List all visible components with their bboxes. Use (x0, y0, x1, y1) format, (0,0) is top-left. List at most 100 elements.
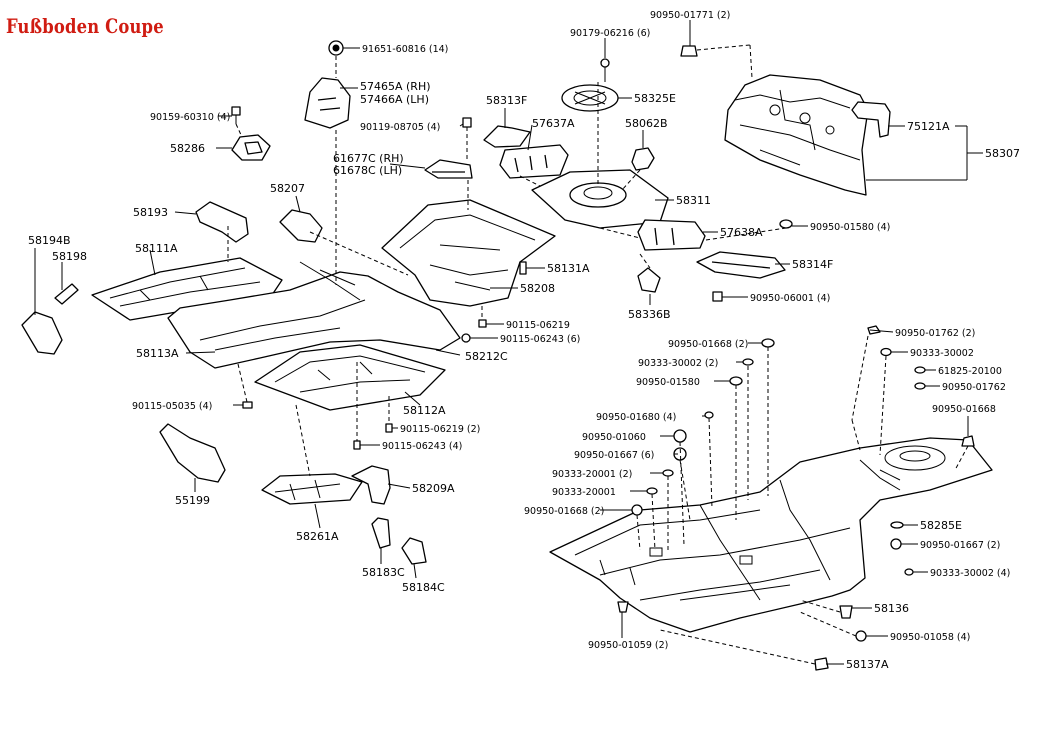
leader-lines (34, 20, 983, 665)
label-91651: 91651-60816 (14) (362, 44, 448, 55)
bolt-90159-icon (231, 106, 241, 124)
label-58261a: 58261A (296, 530, 339, 543)
bracket-58314f-icon (696, 251, 786, 279)
label-90950-01059-2: 90950-01059 (2) (588, 640, 668, 651)
plug-58325e-icon (561, 84, 619, 112)
bracket-58209a-icon (351, 465, 391, 505)
bolt-90119-icon (462, 117, 472, 160)
label-90950-06001: 90950-06001 (4) (750, 293, 830, 304)
pad-58184c-icon (401, 537, 427, 565)
label-90179: 90179-06216 (6) (570, 28, 650, 39)
label-90159: 90159-60310 (4) (150, 112, 230, 123)
label-57638a: 57638A (720, 226, 763, 239)
label-58208: 58208 (520, 282, 555, 295)
label-90950-01762-2: 90950-01762 (2) (895, 328, 975, 339)
label-58286: 58286 (170, 142, 205, 155)
label-58062b: 58062B (625, 117, 668, 130)
label-90115-06219-2: 90115-06219 (2) (400, 424, 480, 435)
bracket-58062b-icon (631, 147, 655, 171)
label-55199: 55199 (175, 494, 210, 507)
bracket-57465a-icon (304, 77, 351, 129)
label-75121a: 75121A (907, 120, 950, 133)
label-57465a: 57465A (RH) (360, 80, 431, 93)
bolt-90115-05035-icon (242, 401, 253, 409)
label-58198: 58198 (52, 250, 87, 263)
floor-rear-58208-icon (381, 199, 556, 307)
clip-58131a-icon (519, 261, 527, 275)
label-58209a: 58209A (412, 482, 455, 495)
label-58207: 58207 (270, 182, 305, 195)
label-58325e: 58325E (634, 92, 676, 105)
bolt-90115-06219-2-icon (385, 423, 393, 433)
label-90950-01667-2: 90950-01667 (2) (920, 540, 1000, 551)
tunnel-58113a-icon (167, 261, 461, 369)
label-90950-01060: 90950-01060 (582, 432, 646, 443)
diagram-title: Fußboden Coupe (6, 14, 164, 38)
label-90950-01580: 90950-01580 (636, 377, 700, 388)
label-90115-06243-4: 90115-06243 (4) (382, 441, 462, 452)
label-58112a: 58112A (403, 404, 446, 417)
label-58137a: 58137A (846, 658, 889, 671)
bolt-90115-06243-6-icon (461, 333, 471, 343)
label-90333-30002-4: 90333-30002 (4) (930, 568, 1010, 579)
complete-floor-icon (549, 437, 993, 633)
bracket-75121a-icon (851, 101, 891, 138)
label-90950-01680-4: 90950-01680 (4) (596, 412, 676, 423)
fasteners-right-icon (617, 325, 975, 671)
pad-58183c-icon (371, 517, 391, 549)
bracket-58336b-icon (637, 267, 661, 293)
nut-90179-icon (600, 58, 610, 82)
label-90333-30002-2: 90333-30002 (2) (638, 358, 718, 369)
floor-panel-58112a-icon (254, 344, 446, 411)
label-61825-20100: 61825-20100 (938, 366, 1002, 377)
label-90950-01771: 90950-01771 (2) (650, 10, 730, 21)
clip-58198-icon (54, 283, 79, 305)
part-labels: 91651-60816 (14) 57465A (RH) 57466A (LH)… (28, 10, 1020, 671)
label-58212c: 58212C (465, 350, 508, 363)
label-90950-01668-2b: 90950-01668 (2) (524, 506, 604, 517)
label-58131a: 58131A (547, 262, 590, 275)
label-58194b: 58194B (28, 234, 71, 247)
bracket-58261a-icon (261, 473, 363, 505)
tire-pan-58311-icon (531, 169, 669, 229)
label-90115-06243-6: 90115-06243 (6) (500, 334, 580, 345)
label-90115-05035: 90115-05035 (4) (132, 401, 212, 412)
part-shapes (21, 40, 993, 671)
label-90950-01667-6: 90950-01667 (6) (574, 450, 654, 461)
label-57637a: 57637A (532, 117, 575, 130)
bracket-58313f-icon (483, 125, 531, 148)
label-58113a: 58113A (136, 347, 179, 360)
label-90115-06219: 90115-06219 (506, 320, 570, 331)
grommet-90950-01580-4-icon (779, 219, 793, 229)
label-61677c: 61677C (RH) (333, 152, 404, 165)
bolt-90115-06219-icon (478, 319, 487, 328)
bracket-58193-icon (195, 201, 249, 243)
label-58314f: 58314F (792, 258, 833, 271)
plug-90950-06001-icon (712, 291, 723, 302)
label-58111a: 58111A (135, 242, 178, 255)
label-90950-01668: 90950-01668 (932, 404, 996, 415)
label-58307: 58307 (985, 147, 1020, 160)
bracket-58194b-icon (21, 311, 63, 355)
label-90950-01580-4: 90950-01580 (4) (810, 222, 890, 233)
mount-58286-icon (231, 134, 271, 161)
panel-58307-icon (724, 74, 869, 196)
label-58193: 58193 (133, 206, 168, 219)
label-58136: 58136 (874, 602, 909, 615)
bracket-57638a-icon (637, 219, 706, 251)
bracket-55199-icon (159, 423, 226, 483)
floor-panel-58111a-icon (91, 257, 283, 321)
bolt-91651-icon (328, 40, 344, 56)
bracket-58207-icon (279, 209, 323, 243)
label-90950-01668-2a: 90950-01668 (2) (668, 339, 748, 350)
bolt-90115-06243-4-icon (353, 440, 361, 450)
label-90950-01762: 90950-01762 (942, 382, 1006, 393)
label-58311: 58311 (676, 194, 711, 207)
label-57466a: 57466A (LH) (360, 93, 429, 106)
label-58285e: 58285E (920, 519, 962, 532)
label-58184c: 58184C (402, 581, 445, 594)
label-90333-20001-2: 90333-20001 (2) (552, 469, 632, 480)
label-90950-01058-4: 90950-01058 (4) (890, 632, 970, 643)
bracket-57637a-icon (499, 144, 569, 179)
